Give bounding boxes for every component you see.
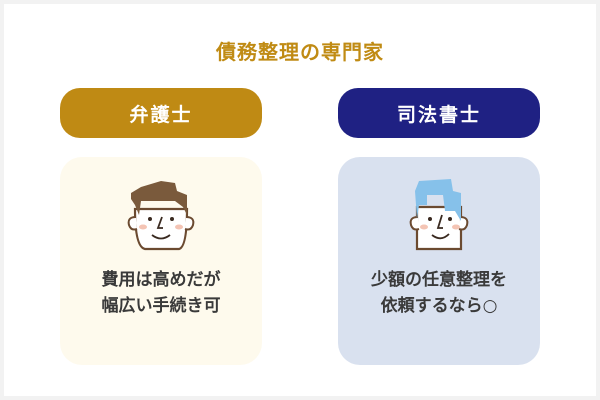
- scrivener-card: 少額の任意整理を 依頼するなら○: [338, 157, 540, 365]
- scrivener-description-line-2: 依頼するなら○: [380, 296, 498, 316]
- scrivener-header: 司法書士: [338, 88, 540, 138]
- lawyer-description-line-2: 幅広い手続き可: [101, 296, 221, 316]
- scrivener-description-line-1: 少額の任意整理を: [371, 270, 507, 290]
- lawyer-description: 費用は高めだが 幅広い手続き可: [60, 267, 262, 319]
- scrivener-description: 少額の任意整理を 依頼するなら○: [338, 267, 540, 319]
- man-face-blue-hair-icon: [409, 179, 469, 251]
- man-face-brown-hair-icon: [127, 181, 195, 251]
- scrivener-label: 司法書士: [396, 103, 481, 126]
- lawyer-card: 費用は高めだが 幅広い手続き可: [60, 157, 262, 365]
- lawyer-label: 弁護士: [129, 103, 193, 126]
- lawyer-header: 弁護士: [60, 88, 262, 138]
- page-title: 債務整理の専門家: [216, 40, 384, 64]
- lawyer-description-line-1: 費用は高めだが: [101, 270, 221, 290]
